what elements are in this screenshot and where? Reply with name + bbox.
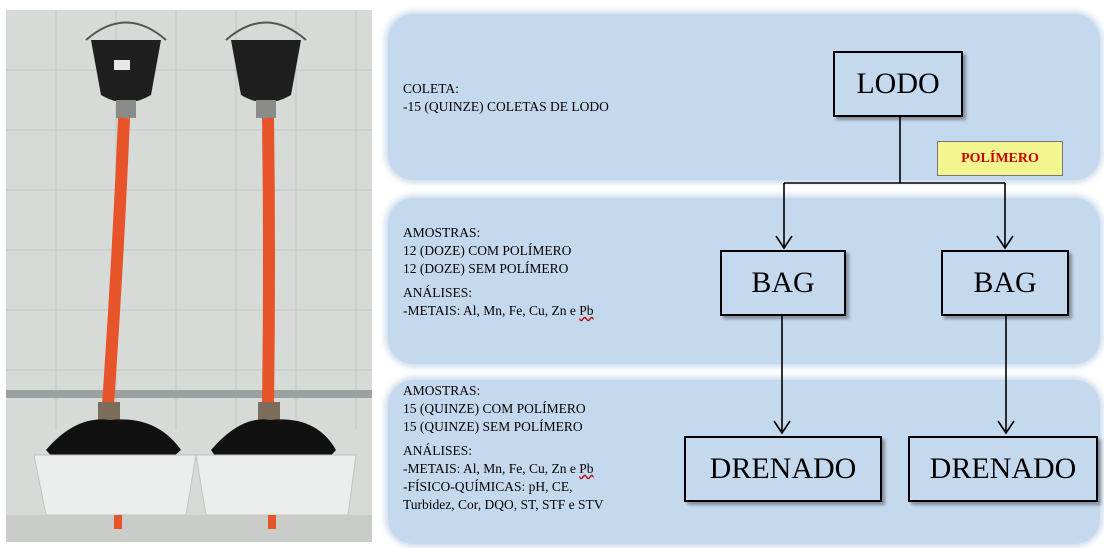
box-drenado-right: DRENADO	[908, 436, 1098, 502]
arrowhead-drenado-left	[773, 420, 791, 435]
box-bag-right: BAG	[941, 250, 1069, 316]
bag-left-label: BAG	[751, 266, 815, 299]
section2-text: AMOSTRAS: 12 (DOZE) COM POLÍMERO 12 (DOZ…	[403, 224, 594, 320]
bag-right-label: BAG	[973, 266, 1037, 299]
fisico-quimicas-line: -FÍSICO-QUÍMICAS: pH, CE,	[403, 479, 573, 494]
polimero-label: POLÍMERO	[961, 150, 1039, 166]
analises-heading: ANÁLISES:	[403, 285, 473, 300]
metais-line: -METAIS: Al, Mn, Fe, Cu, Zn e Pb	[403, 302, 594, 320]
amostras-sem-polimero: 12 (DOZE) SEM POLÍMERO	[403, 261, 569, 276]
amostras-sem-polimero: 15 (QUINZE) SEM POLÍMERO	[403, 419, 583, 434]
metais-text: -METAIS: Al, Mn, Fe, Cu, Zn e	[403, 303, 580, 318]
pb-text: Pb	[579, 461, 594, 476]
section1-text: COLETA: -15 (QUINZE) COLETAS DE LODO	[403, 80, 609, 116]
drenado-left-label: DRENADO	[709, 452, 857, 485]
arrowhead-drenado-right	[997, 420, 1015, 435]
coleta-heading: COLETA:	[403, 81, 459, 96]
drenado-right-label: DRENADO	[929, 452, 1077, 485]
section3-text: AMOSTRAS: 15 (QUINZE) COM POLÍMERO 15 (Q…	[403, 382, 603, 514]
metais-text: -METAIS: Al, Mn, Fe, Cu, Zn e	[403, 461, 580, 476]
lodo-label: LODO	[856, 67, 940, 100]
amostras-com-polimero: 12 (DOZE) COM POLÍMERO	[403, 243, 572, 258]
amostras-heading: AMOSTRAS:	[403, 383, 481, 398]
fisico-quimicas-params: Turbidez, Cor, DQO, ST, STF e STV	[403, 497, 604, 512]
metais-line: -METAIS: Al, Mn, Fe, Cu, Zn e Pb	[403, 460, 603, 478]
arrowhead-bag-right	[996, 235, 1014, 250]
photo-illustration	[6, 10, 372, 542]
photo-drainage-setup	[6, 10, 372, 542]
analises-heading: ANÁLISES:	[403, 443, 473, 458]
amostras-com-polimero: 15 (QUINZE) COM POLÍMERO	[403, 401, 586, 416]
box-bag-left: BAG	[720, 250, 846, 316]
arrowhead-bag-left	[775, 235, 793, 250]
box-lodo: LODO	[833, 51, 963, 117]
pb-text: Pb	[579, 303, 594, 318]
box-drenado-left: DRENADO	[684, 436, 882, 502]
amostras-heading: AMOSTRAS:	[403, 225, 481, 240]
coleta-detail: -15 (QUINZE) COLETAS DE LODO	[403, 99, 609, 114]
box-polimero: POLÍMERO	[937, 141, 1063, 176]
